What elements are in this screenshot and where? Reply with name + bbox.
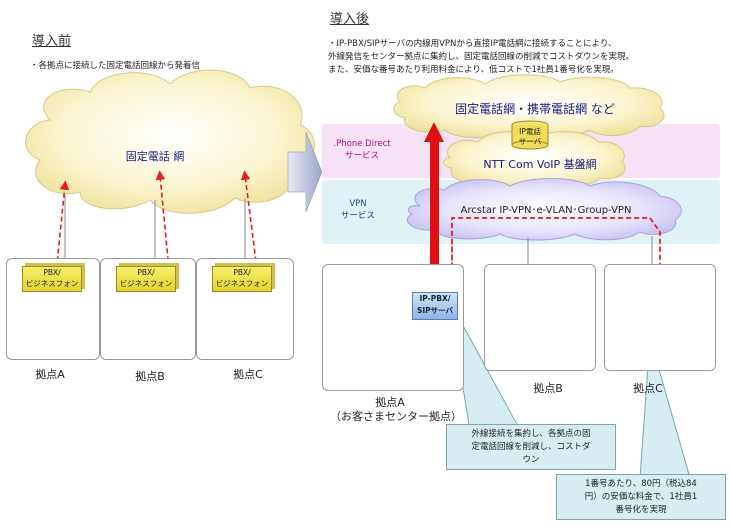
phone-direct-label: .Phone Direct サービス (326, 138, 398, 162)
right-site-b-label: 拠点B (533, 382, 563, 395)
pbx-b: PBX/ ビジネスフォン (116, 266, 176, 292)
vpn-service-label: VPN サービス (328, 198, 388, 222)
ip-pbx-label-2: SIPサーバ (416, 306, 454, 315)
phone-direct-label-1: .Phone Direct (333, 139, 391, 149)
callout-aggregate: 外線接続を集約し、各拠点の固 定電話回線を削減し、コストダ ウン (446, 424, 616, 470)
right-site-a-sub: （お客さまセンター拠点） (330, 410, 462, 423)
ip-pbx-label-1: IP-PBX/ (419, 294, 451, 303)
callout-pricing-line-2: 円）の安価な料金で、1社員1 (584, 492, 698, 502)
right-red-routes (451, 217, 666, 324)
right-site-box-b (484, 264, 596, 371)
left-site-a-label: 拠点A (35, 368, 65, 381)
pbx-c: PBX/ ビジネスフォン (212, 266, 272, 292)
ip-phone-server (511, 120, 549, 150)
callout-pricing: 1番号あたり、80円（税込84 円）の安価な料金で、1社員1 番号化を実現 (556, 474, 726, 520)
left-cloud-label: 固定電話 網 (125, 150, 185, 163)
right-note-line-2: 外線発信をセンター拠点に集約し、固定電話回線の削減でコストダウンを実現。 (328, 52, 635, 62)
transition-arrow (287, 131, 323, 213)
left-title: 導入前 (32, 34, 72, 49)
right-site-box-a (322, 264, 464, 391)
pbx-c-label-1: PBX/ (233, 268, 251, 277)
top-cloud (393, 74, 665, 138)
right-note: ・IP-PBX/SIPサーバの内線用VPNから直接IP電話網に接続することにより… (328, 38, 634, 77)
callout-aggregate-line-1: 外線接続を集約し、各拠点の固 (471, 429, 591, 439)
right-note-line-3: また、安価な番号あたり利用料金により、低コストで1社員1番号化を実現。 (328, 65, 619, 75)
right-note-line-1: ・IP-PBX/SIPサーバの内線用VPNから直接IP電話網に接続することにより… (328, 39, 617, 49)
pbx-a-label-2: ビジネスフォン (25, 279, 79, 288)
left-cloud-links (64, 195, 246, 262)
left-cloud (25, 69, 315, 214)
ip-server-label: IP電話 サーバ (512, 127, 548, 147)
top-cloud-label: 固定電話網・携帯電話網 など (455, 102, 615, 116)
right-title: 導入後 (330, 12, 370, 27)
vpn-cloud-label: Arcstar IP-VPN･e-VLAN･Group-VPN (460, 205, 632, 216)
ip-server-label-2: サーバ (518, 137, 542, 146)
pbx-b-label-1: PBX/ (137, 268, 155, 277)
callout-pricing-line-3: 番号化を実現 (615, 505, 667, 515)
right-site-a-label: 拠点A (375, 396, 405, 409)
callout-aggregate-line-3: ウン (522, 455, 540, 465)
vpn-service-label-2: サービス (340, 211, 375, 221)
right-site-c-label: 拠点C (633, 382, 663, 395)
ip-server-label-1: IP電話 (519, 127, 541, 136)
pbx-b-label-2: ビジネスフォン (119, 279, 173, 288)
ip-pbx-sip-server: IP-PBX/ SIPサーバ (412, 292, 458, 320)
pbx-a: PBX/ ビジネスフォン (22, 266, 82, 292)
callout-aggregate-line-2: 定電話回線を削減し、コストダ (471, 442, 591, 452)
pbx-a-label-1: PBX/ (43, 268, 61, 277)
phone-direct-label-2: サービス (344, 151, 379, 161)
voip-label: NTT Com VoIP 基盤網 (483, 158, 597, 171)
pbx-c-label-2: ビジネスフォン (215, 279, 269, 288)
vpn-service-label-1: VPN (349, 199, 367, 209)
left-site-c-label: 拠点C (233, 368, 263, 381)
voip-cloud (443, 131, 626, 188)
left-note: ・各拠点に接続した固定電話回線から発着信 (30, 61, 201, 71)
left-site-b-label: 拠点B (135, 370, 165, 383)
right-site-box-c (604, 264, 716, 371)
callout-pricing-line-1: 1番号あたり、80円（税込84 (585, 479, 697, 489)
